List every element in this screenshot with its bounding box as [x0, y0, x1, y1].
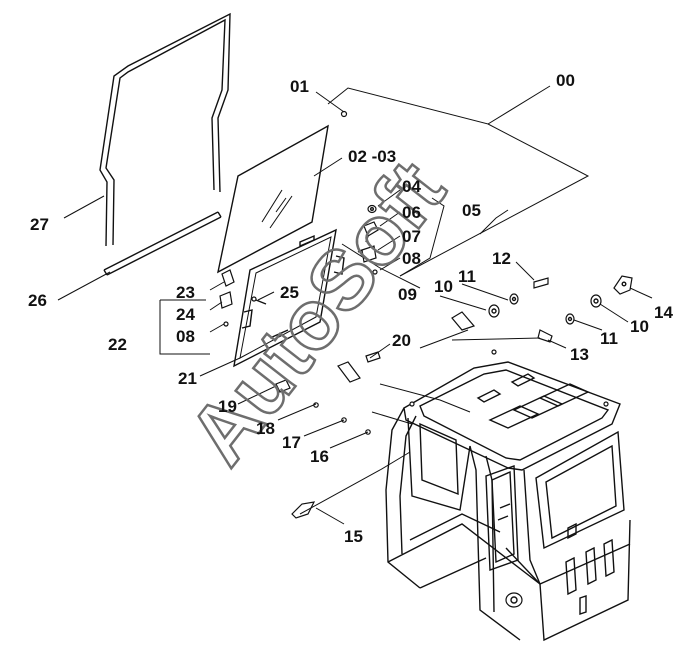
label-24: 24 — [176, 305, 195, 324]
part-12-bolt — [533, 277, 549, 289]
label-17: 17 — [282, 433, 301, 452]
part-01-bolt — [340, 110, 348, 118]
part-10-washer-a — [488, 304, 500, 318]
part-26-rubber-strip — [103, 211, 222, 276]
label-12: 12 — [492, 249, 511, 268]
part-14-plate — [613, 275, 633, 295]
label-18: 18 — [256, 419, 275, 438]
part-08-screw-upper — [372, 269, 378, 275]
part-23-hinge — [221, 269, 235, 287]
part-labels: 00 01 02 -03 04 05 06 07 08 09 10 11 12 … — [28, 71, 673, 546]
part-09-bracket — [451, 311, 476, 331]
part-15-cover — [291, 501, 316, 519]
label-21: 21 — [178, 369, 197, 388]
label-10-b: 10 — [630, 317, 649, 336]
part-20-bolt — [365, 351, 381, 363]
part-10-washer-b — [590, 294, 602, 308]
part-04-bolt — [367, 204, 377, 214]
part-27-window-seal — [99, 12, 231, 247]
label-05: 05 — [462, 201, 481, 220]
label-02-03: 02 -03 — [348, 147, 396, 166]
label-16: 16 — [310, 447, 329, 466]
part-19-lever — [275, 379, 291, 393]
label-15: 15 — [344, 527, 363, 546]
part-11-washer-a — [509, 293, 519, 305]
label-11-a: 11 — [458, 267, 476, 286]
label-13: 13 — [570, 345, 589, 364]
part-11-washer-b — [565, 313, 575, 325]
leader-lines — [57, 85, 653, 525]
label-01: 01 — [290, 77, 309, 96]
part-06-bracket — [363, 221, 379, 243]
label-19: 19 — [218, 397, 237, 416]
label-09: 09 — [398, 285, 417, 304]
label-08-lower: 08 — [176, 327, 195, 346]
label-14: 14 — [654, 303, 673, 322]
label-04: 04 — [402, 177, 421, 196]
part-09-lower-bracket — [337, 361, 361, 383]
label-25: 25 — [280, 283, 299, 302]
label-23: 23 — [176, 283, 195, 302]
part-07-latch — [357, 245, 377, 263]
part-25-pin — [251, 296, 267, 305]
label-22: 22 — [108, 335, 127, 354]
part-24-hinge — [219, 291, 233, 309]
part-21-door-frame — [233, 228, 345, 368]
part-02-03-glass-pane — [217, 124, 329, 274]
label-07: 07 — [402, 227, 421, 246]
label-26: 26 — [28, 291, 47, 310]
cab-assembly — [385, 349, 631, 642]
label-06: 06 — [402, 203, 421, 222]
part-08-screw-lower — [223, 321, 229, 327]
label-08-upper: 08 — [402, 249, 421, 268]
part-13-bolt — [537, 329, 553, 343]
label-27: 27 — [30, 215, 49, 234]
label-20: 20 — [392, 331, 411, 350]
label-00: 00 — [556, 71, 575, 90]
label-10-a: 10 — [434, 277, 453, 296]
label-11-b: 11 — [600, 329, 618, 348]
